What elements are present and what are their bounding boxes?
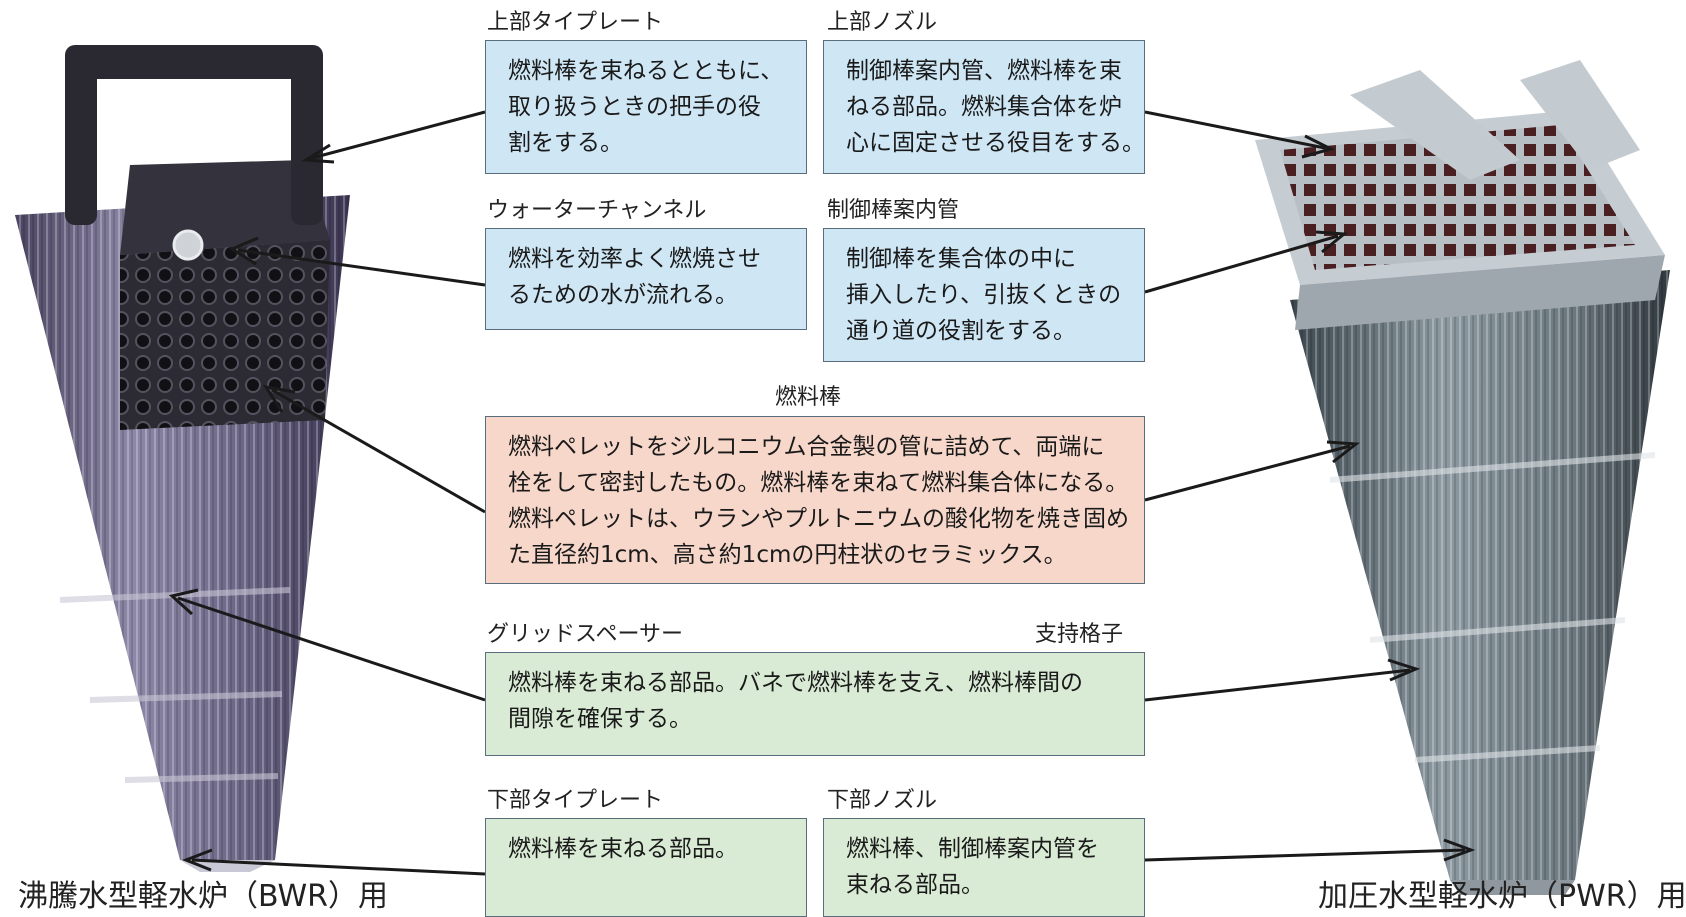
box-line: た直径約1cm、高さ約1cmの円柱状のセラミックス。 <box>508 542 1067 568</box>
box-line: 通り道の役割をする。 <box>846 318 1076 344</box>
box-line: 間隙を確保する。 <box>508 706 692 732</box>
box-line: 燃料棒を束ねるとともに、 <box>508 58 784 84</box>
lower-nozzle-title: 下部ノズル <box>827 788 938 813</box>
pwr-fuel-assembly-illustration <box>1255 60 1670 895</box>
water-channel-title: ウォーターチャンネル <box>487 198 707 223</box>
box-line: 燃料棒を束ねる部品。バネで燃料棒を支え、燃料棒間の <box>508 670 1083 696</box>
arrow-lower-nozzle <box>1144 838 1476 862</box>
lower-nozzle-box: 燃料棒、制御棒案内管を 束ねる部品。 <box>823 818 1145 917</box>
box-line: 心に固定させる役目をする。 <box>846 130 1145 156</box>
box-line: 挿入したり、引抜くときの <box>846 282 1122 308</box>
box-line: 制御棒案内管、燃料棒を束 <box>846 58 1122 84</box>
arrow-upper-tie-plate <box>301 110 486 164</box>
box-line: 燃料ペレットをジルコニウム合金製の管に詰めて、両端に <box>508 434 1105 460</box>
box-line: 束ねる部品。 <box>846 872 984 898</box>
bwr-caption: 沸騰水型軽水炉（BWR）用 <box>18 879 389 914</box>
box-line: 割をする。 <box>508 130 623 156</box>
grid-spacer-title: グリッドスペーサー <box>487 622 684 647</box>
box-line: 取り扱うときの把手の役 <box>508 94 761 120</box>
box-line: るための水が流れる。 <box>508 282 738 308</box>
control-rod-guide-title: 制御棒案内管 <box>827 198 960 223</box>
box-line: 栓をして密封したもの。燃料棒を束ねて燃料集合体になる。 <box>508 470 1129 496</box>
pwr-caption: 加圧水型軽水炉（PWR）用 <box>1318 879 1686 914</box>
support-grid-title: 支持格子 <box>1035 622 1124 647</box>
bwr-fuel-assembly-illustration <box>15 45 350 872</box>
grid-spacer-box: 燃料棒を束ねる部品。バネで燃料棒を支え、燃料棒間の 間隙を確保する。 <box>485 652 1145 756</box>
arrow-grid-spacer-left <box>168 588 486 702</box>
upper-nozzle-title: 上部ノズル <box>827 10 938 35</box>
arrow-fuel-rod-right <box>1144 440 1361 502</box>
box-line: ねる部品。燃料集合体を炉 <box>846 94 1122 120</box>
fuel-rod-box: 燃料ペレットをジルコニウム合金製の管に詰めて、両端に 栓をして密封したもの。燃料… <box>485 416 1145 584</box>
box-line: 燃料ペレットは、ウランやプルトニウムの酸化物を焼き固め <box>508 506 1129 532</box>
arrow-upper-nozzle <box>1144 110 1336 159</box>
upper-nozzle-box: 制御棒案内管、燃料棒を束 ねる部品。燃料集合体を炉 心に固定させる役目をする。 <box>823 40 1145 174</box>
pointer-arrows <box>168 110 1476 876</box>
box-line: 燃料棒を束ねる部品。 <box>508 836 738 862</box>
control-rod-guide-box: 制御棒を集合体の中に 挿入したり、引抜くときの 通り道の役割をする。 <box>823 228 1145 362</box>
fuel-rod-title: 燃料棒 <box>775 385 842 410</box>
box-line: 燃料を効率よく燃焼させ <box>508 246 761 272</box>
lower-tie-plate-box: 燃料棒を束ねる部品。 <box>485 818 807 917</box>
lower-tie-plate-title: 下部タイプレート <box>487 788 664 813</box>
box-line: 燃料棒、制御棒案内管を <box>846 836 1099 862</box>
arrow-control-rod-guide <box>1144 230 1348 294</box>
upper-tie-plate-title: 上部タイプレート <box>487 10 664 35</box>
arrow-fuel-rod-left <box>262 384 486 514</box>
water-channel-box: 燃料を効率よく燃焼させ るための水が流れる。 <box>485 228 807 330</box>
box-line: 制御棒を集合体の中に <box>846 246 1076 272</box>
arrow-water-channel <box>228 236 486 287</box>
arrow-lower-tie-plate <box>181 848 486 876</box>
arrow-grid-spacer-right <box>1144 658 1421 702</box>
upper-tie-plate-box: 燃料棒を束ねるとともに、 取り扱うときの把手の役 割をする。 <box>485 40 807 174</box>
